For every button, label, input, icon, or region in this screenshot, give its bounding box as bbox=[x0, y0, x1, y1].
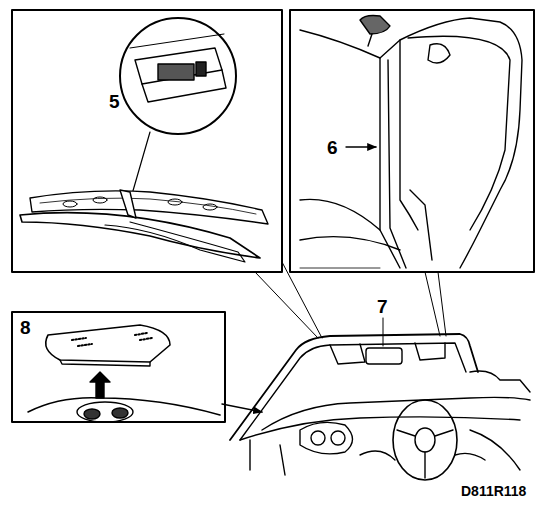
callout-number: 6 bbox=[326, 138, 339, 157]
figure-code: D811R118 bbox=[460, 484, 527, 498]
car-interior bbox=[230, 262, 530, 480]
callout-number: 8 bbox=[19, 318, 32, 337]
wiper-inset bbox=[12, 10, 282, 272]
callout-number: 5 bbox=[108, 92, 121, 111]
pillar-inset bbox=[290, 10, 534, 272]
lamp-inset bbox=[12, 312, 262, 422]
callout-number: 7 bbox=[376, 297, 389, 316]
